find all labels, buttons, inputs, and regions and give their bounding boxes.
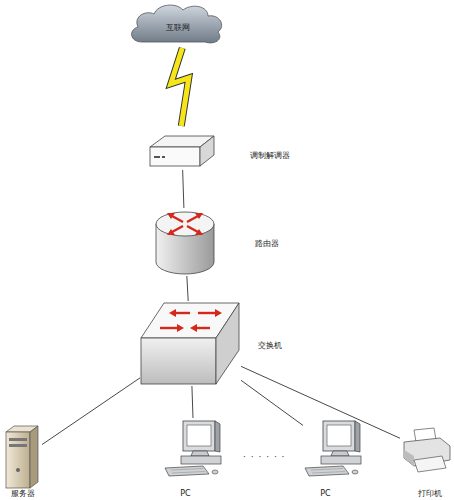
icon-part [187,425,211,446]
icon-part [171,469,203,471]
node-label: PC [303,489,348,499]
icon-part [198,312,216,314]
connector [241,380,303,425]
icon-part [195,213,203,219]
node-label: 互联网 [130,23,225,33]
connector [171,48,189,126]
network-cable [241,366,400,438]
lightning-outline [171,48,189,126]
icon-part [414,456,446,472]
printer-icon: 打印机 [400,428,452,472]
pc-icon: PC [163,418,225,478]
icon-part [167,213,203,235]
icon-part [181,456,221,464]
server-icon-graphic [4,425,42,490]
icon-part [355,421,360,452]
network-cable [241,380,303,425]
icon-part [141,338,216,384]
node-label: 打印机 [408,489,452,499]
icon-part [215,421,220,452]
icon-part [404,450,414,466]
network-cable [192,386,193,418]
node-label: 服务器 [2,489,44,499]
icon-part [187,226,198,232]
icon-part [160,309,222,332]
icon-part [331,451,349,456]
switch-icon: 交换机 [140,301,241,386]
icon-part [167,213,175,219]
icon-part [323,421,355,451]
icon-part [352,470,358,474]
network-cable [42,378,140,445]
connector [187,276,188,301]
icon-part [212,470,218,474]
icon-part [9,438,27,441]
icon-part [187,216,198,222]
icon-part [30,426,38,488]
icon-part [16,468,20,472]
icon-part [154,156,160,158]
icon-part [195,229,203,235]
icon-part [150,147,200,166]
icon-part [196,327,210,329]
modem-icon-graphic [148,130,216,170]
icon-part [9,444,27,447]
lightning-bolt [171,48,189,126]
ellipsis-label: · · · · · · [243,452,285,462]
switch-icon-graphic [140,301,241,386]
pc-icon-graphic [163,418,225,478]
node-label: 交换机 [258,341,282,351]
icon-part [160,327,178,329]
icon-part [190,324,197,332]
icon-part [172,472,205,474]
modem-icon: 调制解调器 [148,130,216,170]
icon-part [191,451,209,456]
icon-part [165,466,209,476]
icon-part [162,156,165,158]
icon-part [312,472,345,474]
icon-part [167,229,175,235]
connector [42,378,140,445]
icon-part [177,324,184,332]
pc-icon: PC [303,418,365,478]
icon-part [216,303,239,384]
icon-part [215,309,222,317]
icon-part [311,469,343,471]
server-icon: 服务器 [4,425,42,490]
router-icon-graphic [155,208,215,276]
node-label: PC [163,489,208,499]
printer-icon-graphic [400,428,452,472]
icon-part [172,226,183,232]
connector [241,366,400,438]
router-icon: 路由器 [155,208,215,276]
node-label: 调制解调器 [250,151,290,161]
icon-part [321,456,361,464]
connector [192,386,193,418]
icon-part [200,136,214,166]
network-cable [183,170,184,208]
icon-part [327,425,351,446]
node-label: 路由器 [255,239,279,249]
pc-icon-graphic [303,418,365,478]
icon-part [175,312,190,314]
icon-part [183,421,215,451]
icon-part [169,309,176,317]
connector [183,170,184,208]
icon-part [6,432,30,488]
internet-cloud: 互联网 [130,2,225,46]
network-cable [187,276,188,301]
icon-part [156,212,214,236]
icon-part [172,216,183,222]
icon-part [305,466,349,476]
